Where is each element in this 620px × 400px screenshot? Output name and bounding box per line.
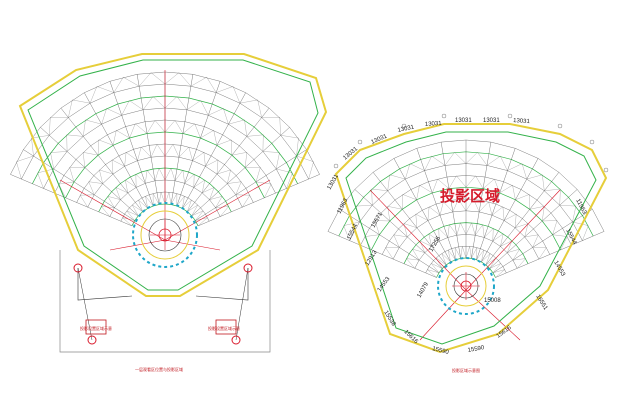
right-inner-dimension: 15008 [484,298,501,304]
right-grid-marker [507,113,513,119]
left-support-right [195,268,249,301]
right-inner-dimension: 15571 [371,211,385,229]
right-top-dimension: 13031 [397,124,415,133]
left-spoke-line [109,81,154,207]
left-axis-line [59,179,166,241]
right-truss-line [343,152,589,241]
right-top-dimension: 13031 [513,118,531,125]
right-spoke-line [327,231,437,278]
right-spoke-line [492,209,593,273]
right-inner-dimension: 17256 [429,235,443,253]
left-support-left [77,268,133,301]
right-spoke-line [495,231,605,278]
right-spoke-line [471,142,492,259]
left-lower-frame [59,250,271,353]
right-axis-line [465,289,521,341]
left-projector-box-left [85,319,107,335]
right-spoke-line [416,148,456,260]
right-spoke-line [372,172,447,266]
right-title-projection-area: 投影区域 [440,187,500,205]
right-spoke-line [339,209,440,273]
left-leader-right [235,267,249,341]
right-spoke-line [481,158,539,262]
left-projector-box-right [215,319,237,335]
left-caption: 一层观看区位置与投影区域 [135,366,183,372]
left-box-label-right: 投影设置区域示意 [208,325,240,331]
right-grid-marker [557,123,563,129]
left-axis-line [109,239,166,251]
right-top-dimension: 13031 [455,118,472,124]
right-right-side-dimension: 16551 [534,294,548,312]
left-leader-left [77,267,93,341]
right-spoke-line [489,189,578,269]
right-grid-marker [401,123,407,129]
right-right-side-dimension: 14553 [552,260,566,278]
left-spoke-line [191,127,290,216]
left-marker-top-left [73,263,83,273]
left-spoke-line [176,81,221,207]
left-spoke-line [195,149,307,221]
right-truss-line [385,199,547,260]
right-bottom-dimension: 15590 [432,346,450,356]
left-outer-outline [18,53,328,297]
right-center-stage [437,257,495,315]
left-spoke-line [23,149,135,221]
right-bottom-dimension: 15590 [467,345,485,354]
left-plan-drawing: 投影设置区域示意 投影设置区域示意 一层观看区位置与投影区域 [10,53,328,372]
right-top-dimension: 13031 [425,121,443,128]
left-spoke-line [84,92,148,209]
left-spoke-line [60,107,143,212]
left-spoke-line [198,174,320,227]
right-bottom-dimension: 15616 [496,325,514,340]
left-spoke-line [182,92,246,209]
right-axis-line [419,289,467,341]
right-structure-lines [327,139,605,341]
left-marker-bottom-left [87,335,97,345]
right-truss-line [406,222,526,269]
right-grid-marker [357,139,363,145]
left-marker-bottom-right [231,335,241,345]
left-center-stage [132,202,198,268]
right-spoke-line [476,148,516,260]
left-spoke-line [40,127,139,216]
left-inner-outline [27,59,319,291]
left-spoke-line [136,74,160,205]
right-caption: 投影区域示意图 [452,367,480,373]
right-inner-dimension: 14079 [417,281,431,299]
left-marker-top-right [243,263,253,273]
right-inner-outline [345,131,597,345]
right-grid-marker [589,139,595,145]
right-grid-marker [333,163,339,169]
right-truss-line [364,175,568,250]
left-spoke-line [10,174,132,227]
right-top-dimension: 13031 [483,118,500,124]
right-grid-marker [603,167,609,173]
left-axis-line [164,239,221,251]
right-outer-outline [334,123,608,354]
left-axis-line [164,179,271,241]
right-left-side-dimension: 12913 [365,249,379,267]
right-spoke-line [440,142,461,259]
left-box-label-left: 投影设置区域示意 [80,325,112,331]
left-spoke-line [170,74,194,205]
right-spoke-line [354,189,443,269]
right-truss-line [427,246,505,278]
left-spoke-line [187,107,270,212]
right-spoke-line [485,172,560,266]
right-grid-marker [441,113,447,119]
right-spoke-line [393,158,451,262]
